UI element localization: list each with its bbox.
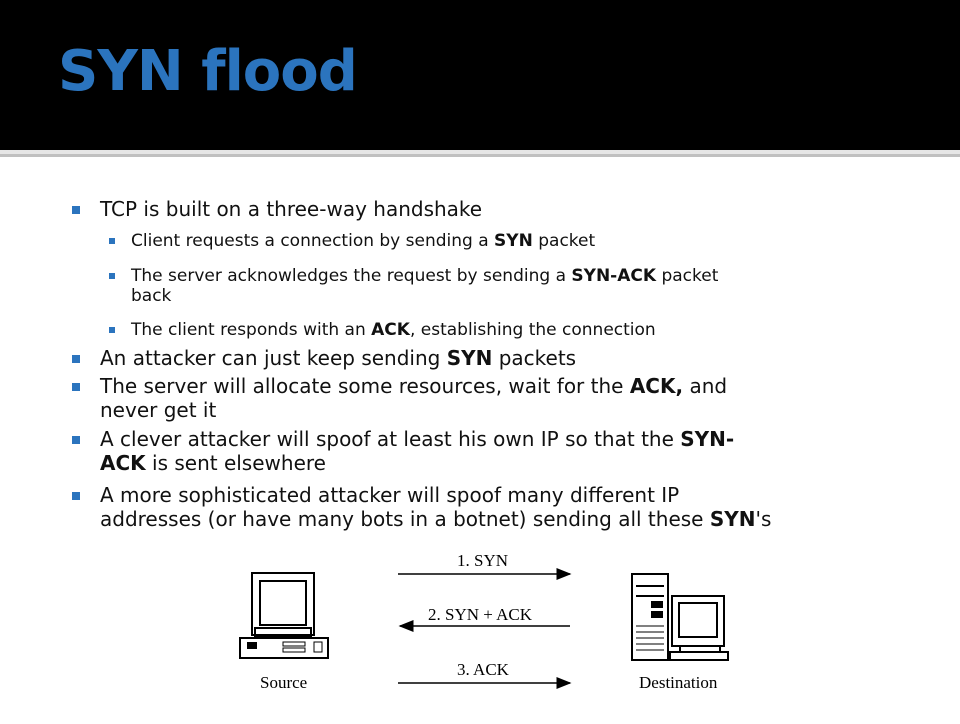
text: back bbox=[131, 286, 172, 306]
text-bold: ACK bbox=[371, 320, 410, 340]
text-bold: SYN- bbox=[680, 427, 735, 451]
msg-ack-label: 3. ACK bbox=[457, 660, 509, 679]
text-bold: ACK, bbox=[629, 374, 684, 398]
bullet-marker bbox=[72, 436, 80, 444]
text: The client responds with an bbox=[131, 320, 372, 340]
divider-shadow bbox=[0, 154, 960, 157]
sub-bullet-marker bbox=[109, 273, 115, 279]
msg-syn-ack-label: 2. SYN + ACK bbox=[428, 605, 533, 624]
text: addresses (or have many bots in a botnet… bbox=[100, 507, 710, 531]
bullet-server-resources: The server will allocate some resources,… bbox=[100, 374, 900, 422]
text-bold: SYN bbox=[446, 346, 493, 370]
destination-server-icon bbox=[631, 573, 729, 661]
bullet-marker bbox=[72, 355, 80, 363]
text: , establishing the connection bbox=[409, 320, 656, 340]
text-bold: SYN bbox=[494, 231, 533, 251]
slide-title: SYN flood bbox=[58, 39, 358, 104]
text: packet bbox=[656, 266, 719, 286]
diagram-graphic bbox=[239, 568, 729, 689]
text: The server acknowledges the request by s… bbox=[131, 266, 572, 286]
text: 's bbox=[755, 507, 772, 531]
text: never get it bbox=[100, 398, 217, 422]
text: An attacker can just keep sending bbox=[100, 346, 447, 370]
text-bold: SYN bbox=[709, 507, 756, 531]
text: The server will allocate some resources,… bbox=[100, 374, 630, 398]
msg-syn-label: 1. SYN bbox=[457, 551, 509, 570]
sub-bullet-marker bbox=[109, 327, 115, 333]
bullet-spoof: A clever attacker will spoof at least hi… bbox=[100, 427, 900, 475]
bullet-marker bbox=[72, 492, 80, 500]
text: packet bbox=[532, 231, 596, 251]
sub-bullet-marker bbox=[109, 238, 115, 244]
sub-bullet-ack: The client responds with an ACK, establi… bbox=[131, 320, 891, 340]
text: Client requests a connection by sending … bbox=[131, 231, 495, 251]
bullet-list: TCP is built on a three-way handshake Cl… bbox=[72, 197, 900, 531]
text: is sent elsewhere bbox=[145, 451, 326, 475]
sub-bullet-client: Client requests a connection by sending … bbox=[131, 231, 891, 251]
source-label: Source bbox=[260, 673, 308, 692]
text-bold: SYN-ACK bbox=[571, 266, 657, 286]
text: A clever attacker will spoof at least hi… bbox=[100, 427, 681, 451]
sub-bullet-server: The server acknowledges the request by s… bbox=[131, 266, 891, 306]
source-computer-icon bbox=[239, 572, 329, 659]
text: and bbox=[683, 374, 728, 398]
bullet-attacker: An attacker can just keep sending SYN pa… bbox=[100, 346, 900, 370]
text: A more sophisticated attacker will spoof… bbox=[100, 483, 680, 507]
handshake-diagram: 1. SYN 2. SYN + ACK 3. ACK Source Destin… bbox=[0, 550, 960, 720]
text-bold: ACK bbox=[100, 451, 146, 475]
text: packets bbox=[492, 346, 577, 370]
bullet-handshake: TCP is built on a three-way handshake bbox=[100, 197, 483, 221]
destination-label: Destination bbox=[639, 673, 718, 692]
bullet-marker bbox=[72, 206, 80, 214]
bullet-botnet: A more sophisticated attacker will spoof… bbox=[100, 483, 900, 531]
divider bbox=[0, 150, 960, 154]
bullet-marker bbox=[72, 383, 80, 391]
title-bar: SYN flood bbox=[0, 0, 960, 150]
